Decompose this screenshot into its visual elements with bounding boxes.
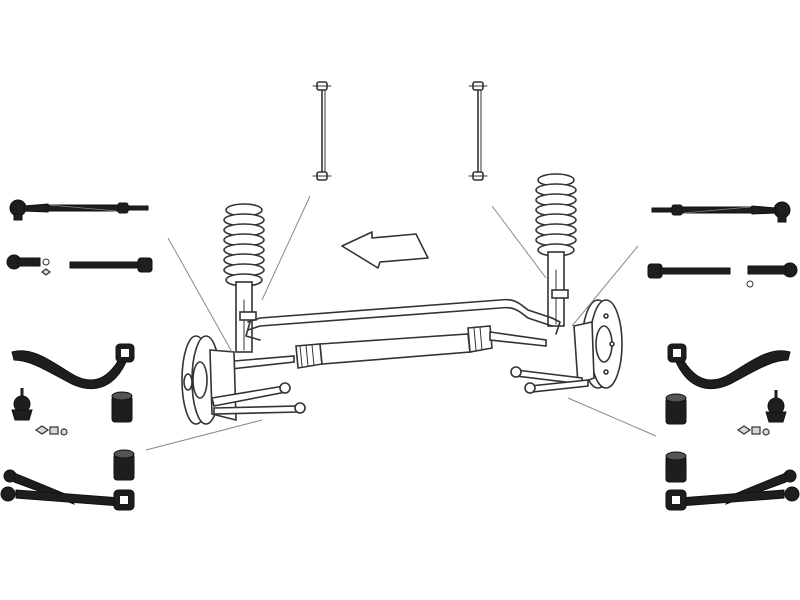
bushing-left-lower[interactable] [113, 449, 135, 481]
leader-lines [145, 195, 657, 451]
bushing-right-lower[interactable] [665, 451, 687, 483]
tie-rod-end-right[interactable] [746, 262, 798, 288]
central-assembly [181, 81, 623, 425]
bushing-left-upper[interactable] [111, 391, 133, 423]
lower-arms-right[interactable] [510, 366, 589, 394]
tie-rod-end-left[interactable] [6, 254, 51, 276]
inner-tie-rod-left[interactable] [69, 257, 153, 273]
stabilizer-link-right[interactable] [468, 81, 488, 181]
coil-spring-strut-left[interactable] [223, 203, 265, 353]
bolts-right [737, 425, 770, 436]
tie-rod-assembly-right[interactable] [651, 201, 791, 223]
bushing-right-upper[interactable] [665, 393, 687, 425]
control-arm-right[interactable] [667, 343, 791, 390]
lower-arms-left[interactable] [211, 382, 306, 415]
right-parts [647, 201, 800, 511]
steering-rack[interactable] [221, 325, 547, 371]
stabilizer-link-left[interactable] [312, 81, 332, 181]
left-parts [0, 199, 153, 511]
ball-joint-left[interactable] [10, 386, 34, 422]
wheel-hub-right[interactable] [573, 299, 623, 389]
inner-tie-rod-right[interactable] [647, 263, 731, 279]
bolts-left [35, 425, 68, 436]
coil-spring-strut-right[interactable] [535, 173, 577, 327]
ball-joint-right[interactable] [764, 388, 788, 424]
direction-arrow[interactable] [341, 231, 429, 269]
control-arm-left[interactable] [11, 343, 135, 390]
stabilizer-bar[interactable] [247, 298, 553, 323]
tie-rod-assembly-left[interactable] [9, 199, 149, 221]
